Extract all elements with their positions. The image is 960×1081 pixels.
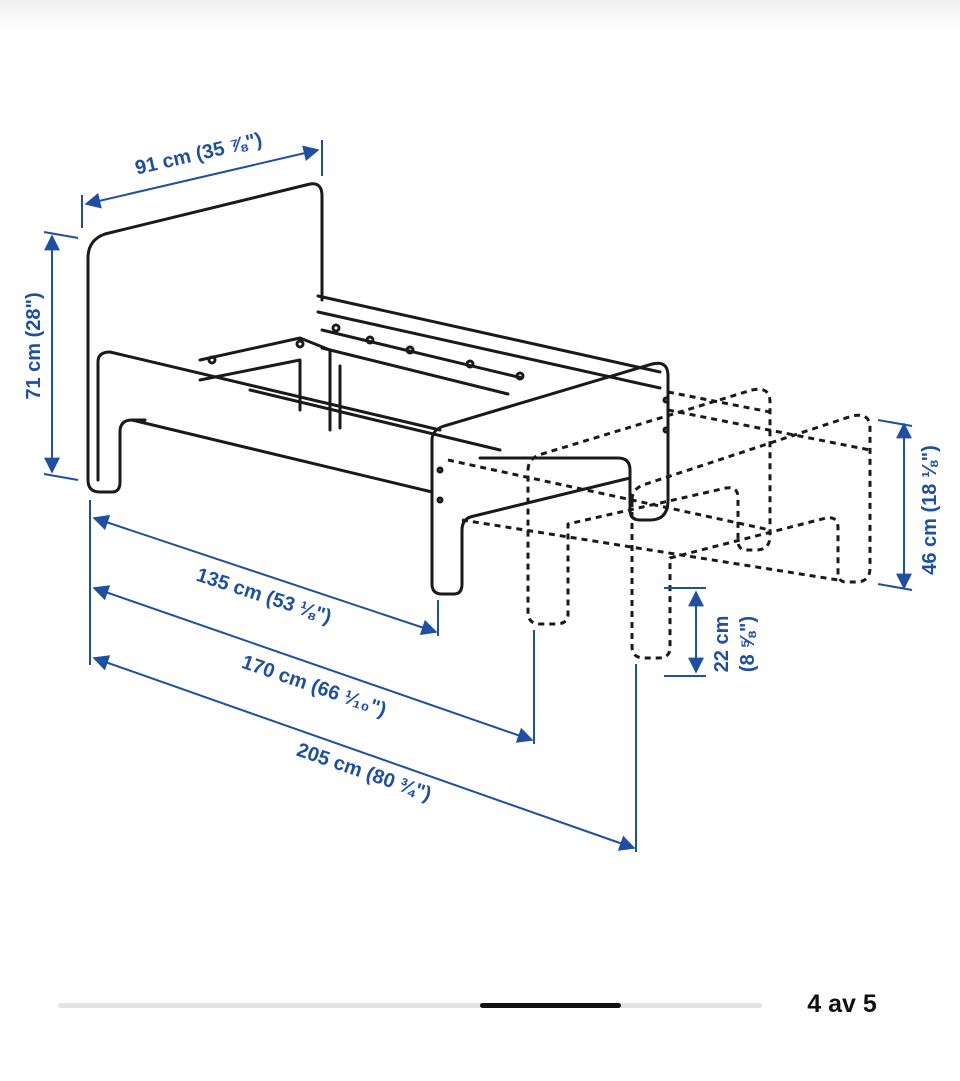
side-rail-front-bottom — [130, 418, 434, 494]
extension-rail-2 — [667, 408, 871, 452]
gallery-progress-track[interactable] — [58, 1003, 762, 1008]
gallery-progress-thumb[interactable] — [480, 1003, 621, 1008]
side-rail-back-2 — [316, 310, 662, 390]
extension-rail-1 — [667, 390, 771, 414]
extension-rail-3 — [447, 458, 771, 532]
side-rail-back — [316, 294, 662, 374]
length-205-label: 205 cm (80 ¾") — [294, 739, 434, 806]
dimension-lines — [43, 140, 913, 852]
leg-clearance-in-label: (8 ⅝") — [737, 616, 759, 672]
gallery-page-counter: 4 av 5 — [807, 990, 877, 1018]
top-shadow — [0, 0, 960, 30]
inner-crossbar — [248, 388, 502, 452]
side-rail-front — [96, 350, 442, 432]
leg-clearance-cm-label: 22 cm — [711, 616, 733, 673]
inner-frame — [198, 336, 332, 432]
slat-bracket-2 — [320, 346, 510, 396]
extension-rail-4 — [461, 518, 839, 582]
headboard-left-edge — [86, 256, 147, 494]
height-label: 71 cm (28") — [23, 292, 45, 399]
bed-dimension-diagram: 91 cm (35 ⅞") 71 cm (28") 135 cm (53 ⅛")… — [23, 129, 941, 852]
side-height-label: 46 cm (18 ⅛") — [919, 445, 941, 575]
extension-1 — [526, 387, 772, 626]
headboard — [86, 182, 324, 302]
footboard — [430, 361, 670, 522]
extension-2 — [630, 413, 872, 660]
length-170-label: 170 cm (66 ¹⁄₁₀") — [239, 651, 389, 721]
bed-frame-drawing — [86, 182, 670, 596]
inner-frame-2 — [198, 358, 302, 412]
slat-bracket — [320, 328, 524, 380]
extension-drawing — [447, 387, 872, 660]
width-label: 91 cm (35 ⅞") — [133, 129, 264, 180]
